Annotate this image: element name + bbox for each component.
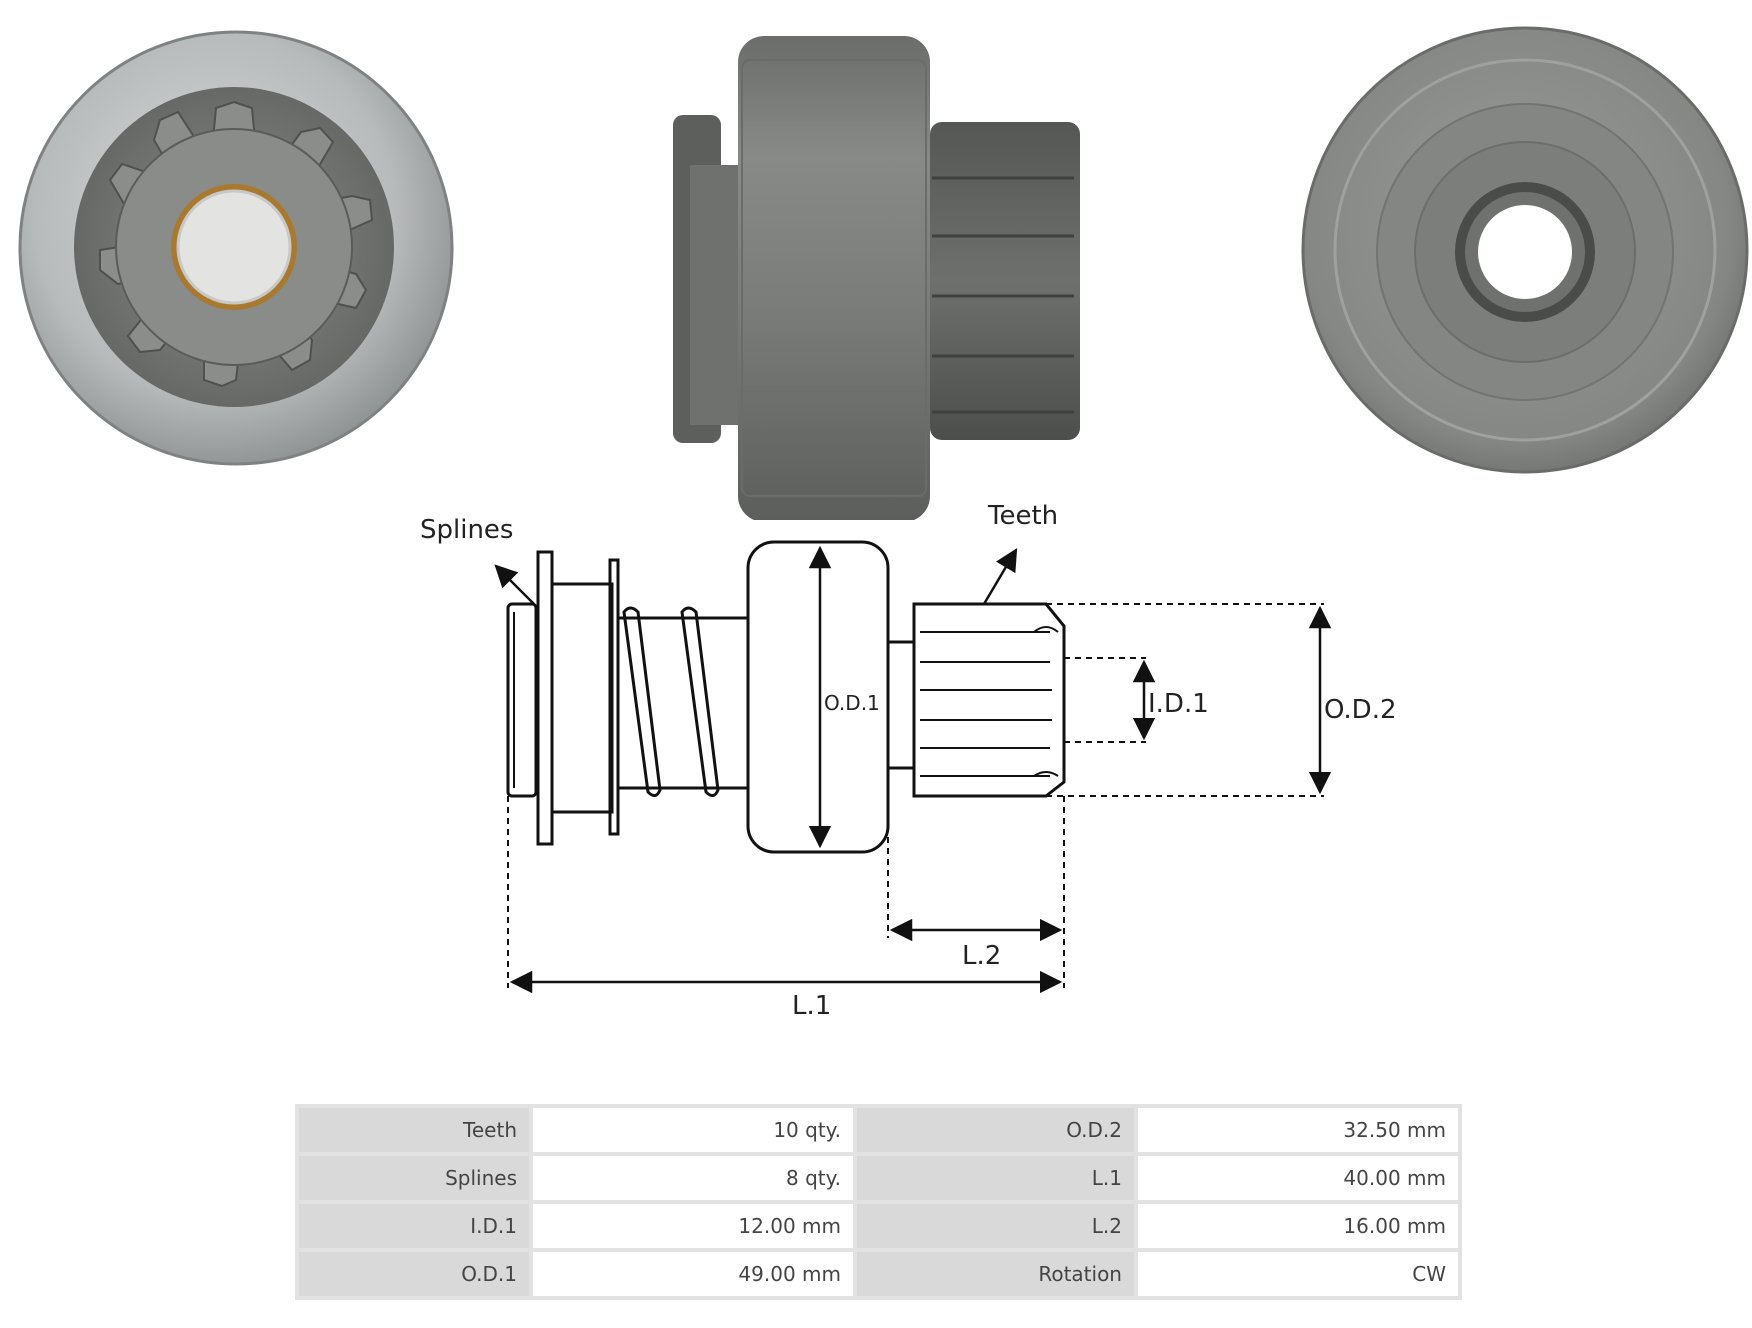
table-row: Splines 8 qty. L.1 40.00 mm — [299, 1156, 1458, 1200]
pinion-grooves-side — [932, 176, 1074, 414]
dimension-arrows — [494, 545, 1332, 994]
spline-hub — [506, 602, 538, 798]
rear-flange — [536, 550, 554, 846]
spec-key: Rotation — [857, 1252, 1134, 1296]
splines-leader — [494, 564, 535, 605]
spring-coil-1 — [622, 606, 662, 797]
spec-key: L.1 — [857, 1156, 1134, 1200]
spec-key: O.D.1 — [299, 1252, 529, 1296]
technical-drawing: Splines Teeth O.D.1 I.D.1 O.D.2 L.2 L.1 — [420, 501, 1397, 1021]
l1-label: L.1 — [792, 991, 831, 1021]
spec-key: L.2 — [857, 1204, 1134, 1248]
table-row: Teeth 10 qty. O.D.2 32.50 mm — [299, 1108, 1458, 1152]
neck — [886, 640, 916, 770]
spec-value: 40.00 mm — [1138, 1156, 1458, 1200]
teeth-label: Teeth — [987, 501, 1058, 531]
spec-value: CW — [1138, 1252, 1458, 1296]
od1-label: O.D.1 — [824, 691, 880, 715]
splines-label: Splines — [420, 515, 513, 545]
back-view-photo — [1301, 26, 1749, 474]
spec-key: Splines — [299, 1156, 529, 1200]
side-view-photo — [673, 36, 1080, 520]
extension-lines — [507, 603, 1324, 988]
spec-value: 16.00 mm — [1138, 1204, 1458, 1248]
spring-coil-2 — [680, 606, 720, 797]
spec-value: 12.00 mm — [533, 1204, 853, 1248]
spec-value: 32.50 mm — [1138, 1108, 1458, 1152]
front-view-photo — [18, 30, 454, 466]
pinion-teeth-lines — [920, 626, 1059, 777]
product-photos — [18, 26, 1749, 520]
spec-key: I.D.1 — [299, 1204, 529, 1248]
front-flange — [608, 558, 620, 836]
table-row: O.D.1 49.00 mm Rotation CW — [299, 1252, 1458, 1296]
teeth-leader — [982, 548, 1018, 605]
l2-label: L.2 — [962, 941, 1001, 971]
collar — [550, 582, 614, 814]
spec-table: Teeth 10 qty. O.D.2 32.50 mm Splines 8 q… — [295, 1104, 1462, 1300]
spec-value: 8 qty. — [533, 1156, 853, 1200]
spec-value: 10 qty. — [533, 1108, 853, 1152]
spec-key: Teeth — [299, 1108, 529, 1152]
drive-outline — [506, 540, 1066, 854]
id1-label: I.D.1 — [1148, 689, 1209, 719]
table-row: I.D.1 12.00 mm L.2 16.00 mm — [299, 1204, 1458, 1248]
spec-key: O.D.2 — [857, 1108, 1134, 1152]
spec-value: 49.00 mm — [533, 1252, 853, 1296]
od2-label: O.D.2 — [1324, 695, 1397, 725]
